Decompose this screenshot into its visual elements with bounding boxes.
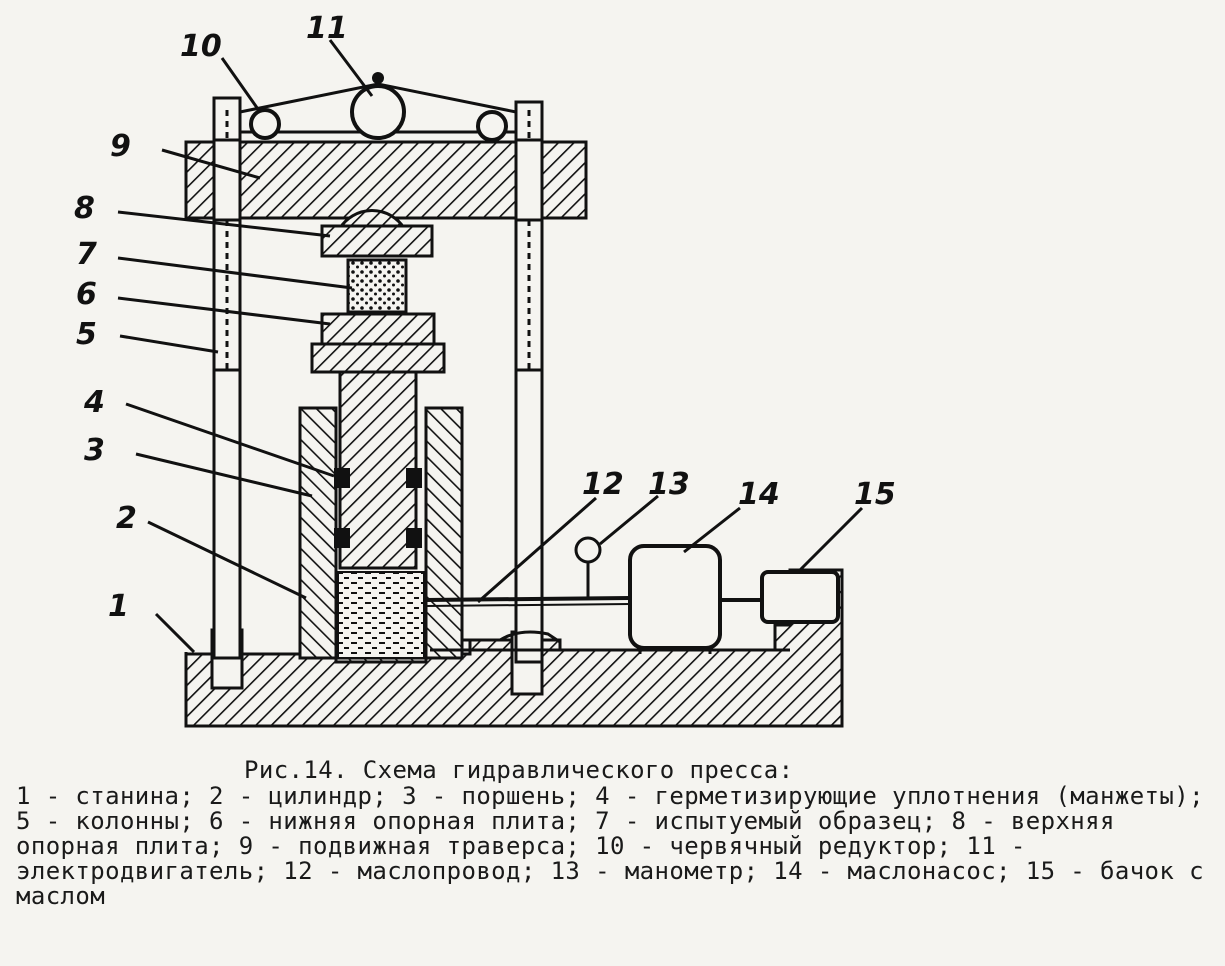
callout-5: 5: [76, 317, 97, 352]
callout-numbers: 1 2 3 4 5 6 7 8 9 10 11 12 13 14 15: [74, 11, 896, 624]
callout-3: 3: [84, 433, 105, 468]
oil-pump: [628, 544, 722, 654]
oil-tank: [760, 570, 840, 624]
callout-10: 10: [180, 29, 222, 64]
callout-11: 11: [306, 11, 348, 46]
cylinder: [298, 406, 464, 664]
worm-reducer-right: [476, 110, 508, 142]
callout-14: 14: [738, 477, 780, 512]
callout-12: 12: [582, 467, 624, 502]
oil-in-cylinder: [337, 571, 425, 659]
callout-9: 9: [110, 129, 131, 164]
test-specimen: [346, 258, 408, 314]
caption-title: Рис.14. Схема гидравлического пресса:: [244, 756, 794, 784]
callout-4: 4: [83, 385, 105, 420]
callout-7: 7: [76, 237, 97, 272]
drive-assembly: [239, 72, 517, 142]
callout-2: 2: [116, 501, 137, 536]
callout-15: 15: [854, 477, 896, 512]
worm-reducer-left: [249, 108, 281, 140]
hydraulic-press-diagram: 1 2 3 4 5 6 7 8 9 10 11 12 13 14 15: [74, 11, 896, 728]
manometer: [574, 536, 602, 600]
callout-13: 13: [648, 467, 690, 502]
electric-motor: [350, 84, 406, 140]
caption-legend: 1 - станина; 2 - цилиндр; 3 - поршень; 4…: [16, 782, 1204, 910]
figure-caption: Рис.14. Схема гидравлического пресса: 1 …: [16, 758, 1216, 909]
leader-lines: [117, 39, 864, 654]
callout-6: 6: [76, 277, 97, 312]
upper-bearing-plate: [320, 209, 434, 258]
piston: [338, 370, 418, 570]
callout-8: 8: [74, 191, 95, 226]
callout-1: 1: [108, 589, 129, 624]
oil-line: [425, 596, 790, 652]
piston-seals: [334, 468, 422, 548]
base-frame: [184, 568, 844, 728]
